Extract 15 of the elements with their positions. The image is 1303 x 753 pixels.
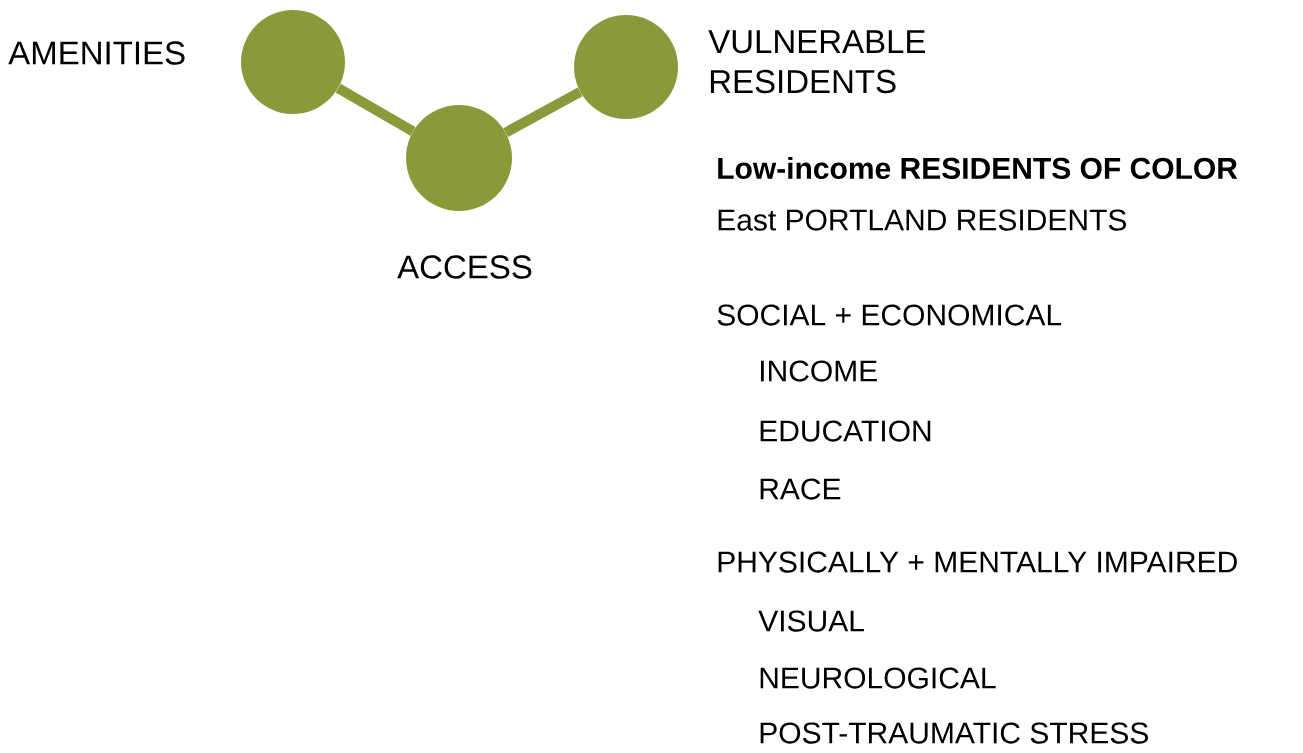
list-item: PHYSICALLY + MENTALLY IMPAIRED xyxy=(718,551,1237,573)
node-label: VULNERABLE RESIDENTS xyxy=(708,30,925,94)
list-item: NEUROLOGICAL xyxy=(760,667,996,689)
connector-line xyxy=(503,87,583,137)
node-label: ACCESS xyxy=(397,255,532,279)
list-item: EDUCATION xyxy=(760,420,931,442)
node-label: AMENITIES xyxy=(8,41,185,65)
connector-line xyxy=(335,83,416,136)
list-item: INCOME xyxy=(761,360,877,382)
list-item: RACE xyxy=(760,478,841,500)
list-item: East PORTLAND RESIDENTS xyxy=(718,209,1126,231)
list-item: SOCIAL + ECONOMICAL xyxy=(717,304,1062,326)
list-item: VISUAL xyxy=(758,610,864,632)
list-item: POST-TRAUMATIC STRESS xyxy=(760,722,1148,744)
list-item: Low-income RESIDENTS OF COLOR xyxy=(718,157,1238,179)
